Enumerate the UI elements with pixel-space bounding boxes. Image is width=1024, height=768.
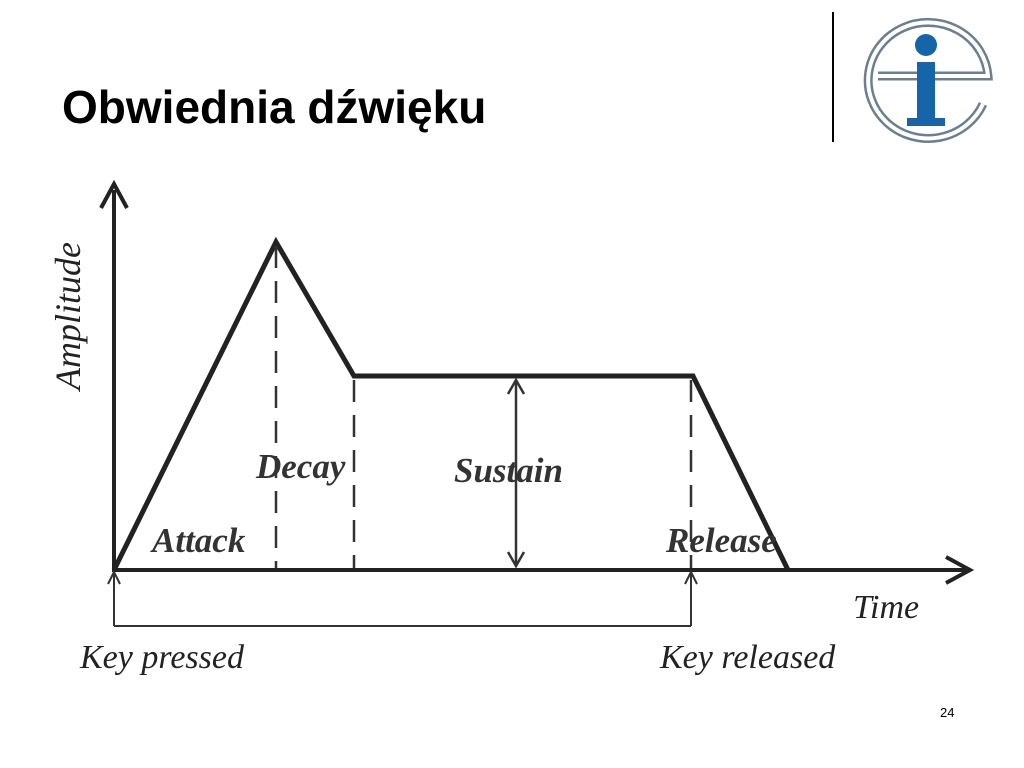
sustain-label: Sustain [454,451,563,490]
title-divider [832,12,834,142]
sustain-arrowhead-bottom [506,551,526,569]
decay-label: Decay [255,447,346,486]
y-axis-arrowhead [99,179,129,209]
x-axis-label: Time [853,589,919,626]
key-pressed-arrowhead [107,569,121,585]
logo-e-ring-inner [866,20,991,141]
envelope-curve [111,236,791,572]
sustain-arrowhead-top [506,377,526,395]
logo-i-base [907,118,945,126]
x-axis-arrowhead [945,555,975,585]
release-label: Release [665,521,777,560]
key-pressed-label: Key pressed [79,639,245,676]
key-released-label: Key released [659,639,836,676]
y-axis-label: Amplitude [48,242,88,392]
logo-i-dot [915,34,937,56]
page-number: 24 [940,705,955,720]
ie-logo-icon [863,17,993,143]
key-released-arrowhead [684,569,698,585]
slide-title: Obwiednia dźwięku [62,81,487,133]
attack-label: Attack [150,521,246,560]
logo-i-stem [917,62,935,124]
